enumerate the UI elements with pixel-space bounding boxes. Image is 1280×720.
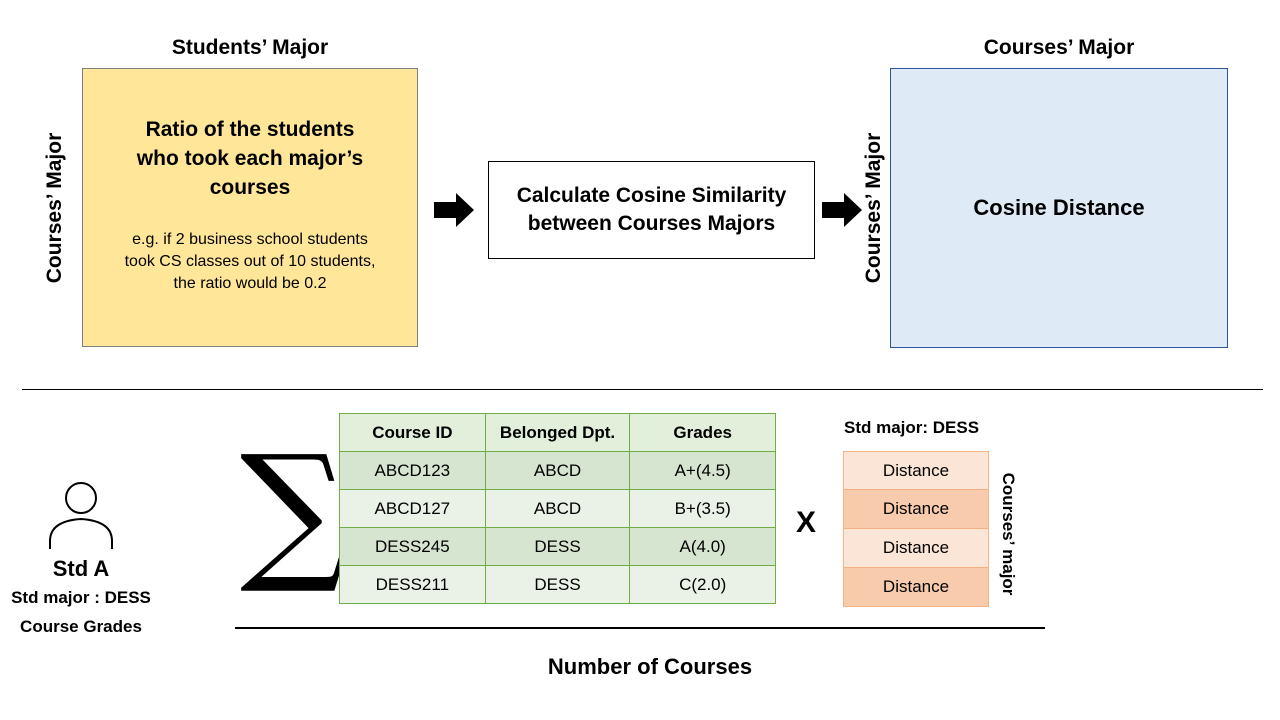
table-cell: ABCD — [484, 489, 631, 528]
table-row: ABCD127 ABCD B+(3.5) — [339, 489, 776, 528]
table-cell: ABCD123 — [339, 451, 486, 490]
table-cell: DESS245 — [339, 527, 486, 566]
ratio-title: Ratio of the students who took each majo… — [83, 115, 417, 202]
ratio-title-line: Ratio of the students — [145, 118, 355, 141]
table-cell: ABCD — [484, 451, 631, 490]
distance-cell: Distance — [843, 451, 989, 490]
table-header: Belonged Dpt. — [484, 413, 631, 452]
table-cell: ABCD127 — [339, 489, 486, 528]
table-cell: DESS — [484, 527, 631, 566]
denominator-label: Number of Courses — [547, 654, 753, 679]
calc-line: between Courses Majors — [527, 212, 776, 235]
table-cell: B+(3.5) — [629, 489, 776, 528]
distance-header: Std major: DESS — [844, 418, 980, 437]
arrow-right-icon — [822, 193, 862, 227]
person-icon — [49, 482, 113, 549]
table-row: DESS245 DESS A(4.0) — [339, 527, 776, 566]
cosine-similarity-box: Calculate Cosine Similarity between Cour… — [488, 161, 815, 259]
table-cell: A(4.0) — [629, 527, 776, 566]
table-cell: A+(4.5) — [629, 451, 776, 490]
arrow-right-icon — [434, 193, 474, 227]
table-row: ABCD123 ABCD A+(4.5) — [339, 451, 776, 490]
ratio-example-line: the ratio would be 0.2 — [173, 275, 327, 292]
course-grades-table: Course ID Belonged Dpt. Grades ABCD123 A… — [339, 413, 776, 604]
ratio-example-line: e.g. if 2 business school students — [132, 231, 368, 248]
section-divider — [22, 389, 1263, 390]
students-major-label: Students’ Major — [171, 36, 329, 59]
table-header: Course ID — [339, 413, 486, 452]
multiply-symbol: X — [796, 506, 817, 539]
left-courses-major-label: Courses’ Major — [43, 132, 66, 284]
distance-side-label: Courses’ major — [999, 472, 1018, 596]
table-cell: DESS211 — [339, 565, 486, 604]
table-cell: C(2.0) — [629, 565, 776, 604]
ratio-title-line: who took each major’s — [136, 147, 364, 170]
cosine-distance-box: Cosine Distance — [890, 68, 1228, 348]
ratio-example-line: took CS classes out of 10 students, — [124, 253, 376, 270]
distance-list: Distance Distance Distance Distance — [843, 451, 989, 607]
student-grades-label: Course Grades — [20, 617, 142, 636]
table-header: Grades — [629, 413, 776, 452]
fraction-line — [235, 627, 1045, 629]
distance-cell: Distance — [843, 568, 989, 607]
courses-major-label: Courses’ Major — [983, 36, 1135, 59]
ratio-matrix-box: Ratio of the students who took each majo… — [82, 68, 418, 347]
table-header-row: Course ID Belonged Dpt. Grades — [339, 413, 776, 452]
table-cell: DESS — [484, 565, 631, 604]
ratio-example: e.g. if 2 business school students took … — [83, 229, 417, 295]
summation-symbol: ∑ — [240, 424, 348, 598]
ratio-title-line: courses — [209, 176, 291, 199]
right-courses-major-label: Courses’ Major — [862, 132, 885, 284]
calc-line: Calculate Cosine Similarity — [516, 184, 787, 207]
student-major: Std major : DESS — [11, 588, 151, 607]
distance-cell: Distance — [843, 490, 989, 529]
distance-cell: Distance — [843, 529, 989, 568]
student-name: Std A — [52, 556, 110, 581]
cosine-distance-text: Cosine Distance — [973, 195, 1145, 220]
table-row: DESS211 DESS C(2.0) — [339, 565, 776, 604]
